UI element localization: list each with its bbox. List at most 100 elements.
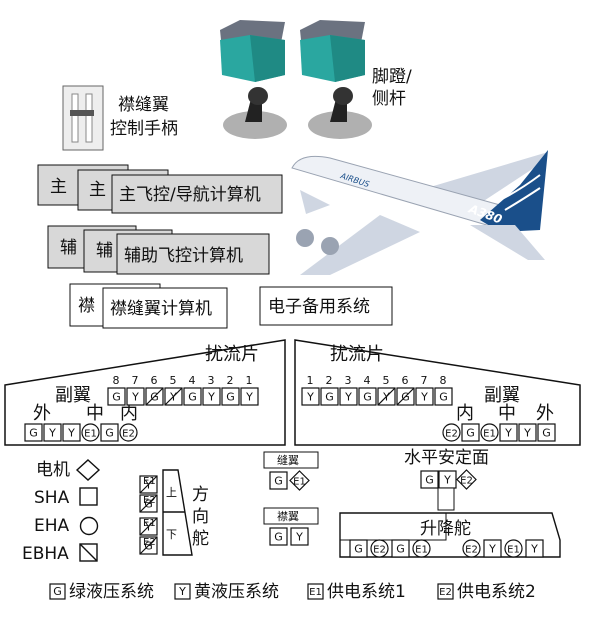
rudder-actuator-cell: G (139, 536, 158, 555)
left-spoiler-cell-text: G (226, 391, 235, 404)
right-spoiler-cell-text: G (325, 391, 334, 404)
left-spoiler-cell-text: G (188, 391, 197, 404)
rudder-actuator-sub: E1 (143, 476, 156, 487)
elevator-left-cell-text: E1 (415, 545, 428, 556)
flap-computer-label: 襟缝翼计算机 (110, 299, 212, 319)
elevator-left-cell-text: G (354, 543, 363, 556)
right-aileron-cell-text: G (466, 427, 475, 440)
slat-title: 缝翼 (277, 453, 299, 467)
left-inner-label: 内 (120, 403, 138, 424)
right-aileron-cell: G (537, 423, 556, 442)
system-legend-code: E1 (309, 587, 322, 598)
legend-ebha-label: EBHA (22, 544, 69, 564)
slat-cell-text: G (274, 475, 283, 488)
right-aileron-cell: G (461, 423, 480, 442)
left-spoiler-number: 5 (170, 374, 177, 387)
pedal-icon (220, 20, 365, 82)
elevator-left-cell: E2 (370, 539, 389, 558)
legend-motor-label: 电机 (36, 460, 70, 480)
flap-cell: Y (290, 527, 309, 546)
system-legend-label: 绿液压系统 (69, 582, 154, 602)
aux-computer-stack: 辅 辅 辅助飞控计算机 (47, 225, 270, 275)
left-spoiler-number: 2 (227, 374, 234, 387)
right-spoiler-number: 3 (345, 374, 352, 387)
stabilizer-cell-text: G (425, 474, 434, 487)
right-aileron-cell: Y (499, 423, 518, 442)
flap-lever-label-line2: 控制手柄 (110, 119, 178, 139)
actuator-legend: 电机 SHA EHA EBHA (22, 459, 101, 564)
left-spoiler-number: 6 (151, 374, 158, 387)
right-spoiler-cell: G (358, 387, 377, 406)
left-aileron-title: 副翼 (55, 385, 91, 406)
left-spoiler-cell: Y (202, 387, 221, 406)
rudder-lower-label: 下 (166, 528, 177, 541)
rudder-actuator-sub: E1 (143, 518, 156, 529)
elevator-left-cell: G (391, 539, 410, 558)
left-spoiler-cell: Y (164, 387, 183, 406)
rudder-upper-label: 上 (166, 486, 177, 499)
right-aileron-title: 副翼 (484, 385, 520, 406)
rudder-actuator-cell: G (139, 494, 158, 513)
left-spoiler-cell: G (145, 387, 164, 406)
right-spoiler-number: 1 (307, 374, 314, 387)
flap-title: 襟翼 (277, 510, 299, 523)
elevator-right-cell: E1 (504, 539, 523, 558)
left-spoiler-cell-text: Y (245, 391, 253, 404)
left-aileron-cell: G (24, 423, 43, 442)
legend-eha-label: EHA (34, 516, 70, 536)
pedal-stick-label-line2: 侧杆 (372, 89, 406, 109)
ebha-square-icon (79, 543, 98, 562)
rudder-actuator-sub: E2 (143, 537, 156, 548)
elevator-right-cell: E2 (462, 539, 481, 558)
rudder-title-2: 向 (192, 507, 209, 527)
left-aileron-cell: Y (43, 423, 62, 442)
aux-computer-label: 辅助飞控计算机 (124, 246, 243, 266)
elevator-left-cell-text: G (396, 543, 405, 556)
backup-system-box: 电子备用系统 (259, 286, 393, 326)
slat-cell-text: E1 (293, 477, 306, 488)
system-legend-code: E2 (439, 587, 452, 598)
main-computer-stack: 主 主 主飞控/导航计算机 (37, 164, 283, 214)
right-aileron-cell: E2 (442, 423, 461, 442)
main-computer-short-1: 主 (50, 177, 67, 197)
stabilizer-cell-text: Y (443, 474, 451, 487)
rudder-actuator-cell-text: G (144, 498, 153, 511)
slat-cell: E1 (289, 470, 310, 491)
stabilizer-cell-text: E2 (460, 476, 473, 487)
rudder-title-1: 方 (192, 485, 209, 505)
flap-computer-short: 襟 (78, 296, 95, 316)
flap-cell: G (269, 527, 288, 546)
elevator-title: 升降舵 (420, 519, 471, 539)
left-aileron-cell: G (100, 423, 119, 442)
right-spoiler-cell: Y (339, 387, 358, 406)
right-spoiler-cell-text: Y (344, 391, 352, 404)
left-spoiler-cell: Y (126, 387, 145, 406)
left-spoiler-cell: G (221, 387, 240, 406)
left-spoiler-cell-text: Y (131, 391, 139, 404)
right-aileron-cell-text: Y (523, 427, 531, 440)
left-aileron-cell-text: G (29, 427, 38, 440)
elevator-left-cell: E1 (412, 539, 431, 558)
right-aileron-cell: E1 (480, 423, 499, 442)
right-spoiler-number: 8 (440, 374, 447, 387)
right-spoiler-cell: Y (377, 387, 396, 406)
side-stick-icon (223, 87, 372, 139)
right-aileron-cell: Y (518, 423, 537, 442)
slat-actuators: G E1 (269, 470, 310, 491)
elevator-right-cell: Y (525, 539, 544, 558)
system-legend-label: 供电系统1 (327, 582, 406, 602)
right-aileron-cell-text: E2 (445, 429, 458, 440)
flap-lever-label-line1: 襟缝翼 (118, 95, 169, 115)
system-legend-code: Y (178, 585, 186, 598)
left-spoiler-number: 8 (113, 374, 120, 387)
